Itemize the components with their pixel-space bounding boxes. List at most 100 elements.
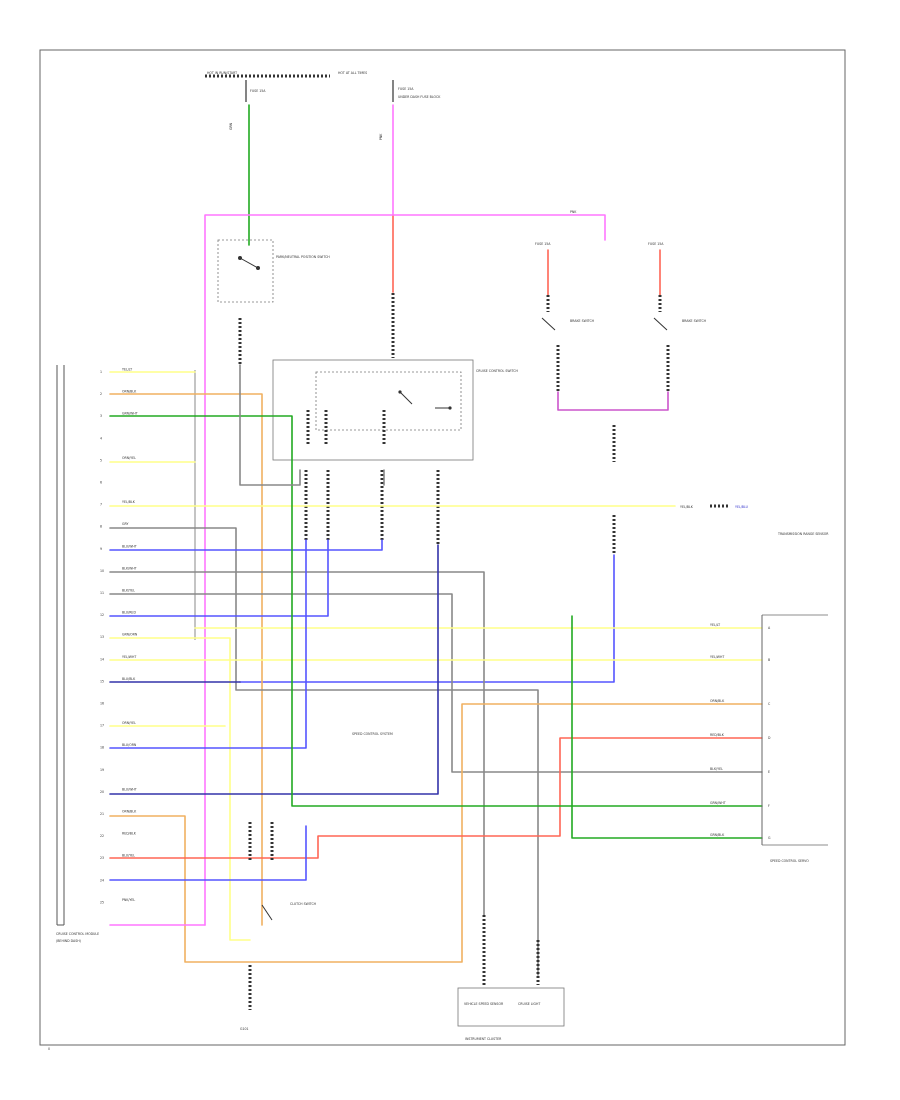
pin-number: 22 <box>100 834 104 838</box>
pin-number: 13 <box>100 635 104 639</box>
pin-number: 19 <box>100 768 104 772</box>
pin-wire-label: BLK/YEL <box>122 589 135 593</box>
ground-label: G101 <box>240 1027 249 1031</box>
pin-wire-label: BLU/ORN <box>122 743 137 747</box>
servo-wire-label: YEL/LT <box>710 623 720 627</box>
wire-pink-bus-label: PNK <box>570 210 577 214</box>
neutral-switch: PARK/NEUTRAL POSITION SWITCH <box>217 239 330 303</box>
pin-wire-label: YEL/LT <box>122 368 132 372</box>
pin-wire-label: BLU/WHT <box>122 787 137 791</box>
brake-right-top-label: FUSE 15A <box>648 242 664 246</box>
fuse-left: HOT IN RUN/START FUSE 15A <box>205 71 330 102</box>
page-code: 0 <box>48 1047 50 1051</box>
brake-switch-right-label: BRAKE SWITCH <box>682 319 707 323</box>
wire-pin21 <box>109 703 763 963</box>
fuse-right: HOT AT ALL TIMES FUSE 15A UNDER DASH FUS… <box>338 71 441 102</box>
wire-pink-label: PNK <box>379 133 383 140</box>
wire-green-label: GRN <box>229 122 233 130</box>
speed-control-servo: SPEED CONTROL SERVO <box>761 614 828 863</box>
fuse-right-note: UNDER DASH FUSE BLOCK <box>398 95 441 99</box>
pin-wire-label: BLU/RED <box>122 611 136 615</box>
transmission-label: TRANSMISSION RANGE SENSOR <box>777 532 829 536</box>
pin-number: 15 <box>100 679 104 683</box>
pin-number: 17 <box>100 724 104 728</box>
wire-pin12 <box>109 539 329 617</box>
yel-blk-label: YEL/BLK <box>680 505 694 509</box>
pin-number: 16 <box>100 702 104 706</box>
pin-number: 6 <box>100 481 102 485</box>
cluster-right-label: CRUISE LIGHT <box>518 1002 540 1006</box>
pin-number: 9 <box>100 547 102 551</box>
pin-number: 12 <box>100 613 104 617</box>
wire-pin11 <box>109 593 763 773</box>
pin-number: 23 <box>100 856 104 860</box>
clutch-switch-label: CLUTCH SWITCH <box>290 902 317 906</box>
pin-rows: 1YEL/LT2ORN/BLK3GRN/WHT45ORN/YEL67YEL/BL… <box>100 368 138 905</box>
pin-wire-label: YEL/WHT <box>122 655 136 659</box>
wire-pin18 <box>109 539 307 749</box>
pin-wire-label: PNK/YEL <box>122 898 135 902</box>
wire-pin8 <box>109 527 539 976</box>
servo-wire-label: BLK/YEL <box>710 767 723 771</box>
servo-pin-number: B <box>768 658 770 662</box>
pin-number: 11 <box>100 591 104 595</box>
instrument-cluster: VEHICLE SPEED SENSOR CRUISE LIGHT INSTRU… <box>457 915 565 1041</box>
cluster-label: INSTRUMENT CLUSTER <box>465 1037 502 1041</box>
fuse-right-sub-label: FUSE 15A <box>398 87 414 91</box>
neutral-switch-label: PARK/NEUTRAL POSITION SWITCH <box>276 255 330 259</box>
pin-wire-label: BLU/BLK <box>122 677 136 681</box>
pin-wire-label: GRN/ORN <box>122 633 138 637</box>
pin-wire-label: BLU/WHT <box>122 544 137 548</box>
clutch-switch: CLUTCH SWITCH G101 <box>240 822 317 1031</box>
fuse-left-label: HOT IN RUN/START <box>207 71 237 75</box>
wire-pin22 <box>109 737 763 859</box>
wire-pin13 <box>109 637 251 941</box>
servo-pin-number: F <box>768 804 770 808</box>
brake-switch-left: FUSE 15A BRAKE SWITCH <box>535 242 669 411</box>
center-text: SPEED CONTROL SYSTEM <box>352 732 393 736</box>
brake-switch-right: FUSE 15A BRAKE SWITCH <box>648 242 707 392</box>
pin-number: 4 <box>100 436 102 440</box>
servo-pin-number: A <box>768 626 771 630</box>
wire-pin9 <box>109 539 383 551</box>
pin-wire-label: ORN/YEL <box>122 721 136 725</box>
pin-wire-label: GRN/WHT <box>122 412 138 416</box>
wire-blue-brake <box>239 554 615 683</box>
pin-number: 10 <box>100 569 104 573</box>
cluster-left-label: VEHICLE SPEED SENSOR <box>464 1002 504 1006</box>
wire-pin23 <box>109 825 307 881</box>
wire-green-run <box>194 415 763 807</box>
pin-number: 21 <box>100 812 104 816</box>
wire-green-servo <box>571 615 763 839</box>
pin-wire-label: BLK/WHT <box>122 566 137 570</box>
brake-switch-left-label: BRAKE SWITCH <box>570 319 595 323</box>
pin-wire-label: RED/BLK <box>122 832 137 836</box>
pin-number: 2 <box>100 392 102 396</box>
cruise-module: CRUISE CONTROL MODULE (BEHIND DASH) <box>56 365 196 943</box>
pin-wire-label: YEL/BLK <box>122 500 136 504</box>
servo-wire-label: GRN/BLK <box>710 833 725 837</box>
pin-number: 14 <box>100 657 104 661</box>
brake-left-top-label: FUSE 15A <box>535 242 551 246</box>
servo-pin-number: D <box>768 736 771 740</box>
pin-number: 5 <box>100 458 102 462</box>
pin-wire-label: ORN/YEL <box>122 456 136 460</box>
wire-gray-upper <box>239 364 301 486</box>
control-switch: CRUISE CONTROL SWITCH <box>272 359 518 545</box>
servo-pin-number: G <box>768 836 771 840</box>
pin-number: 20 <box>100 790 104 794</box>
pin-number: 25 <box>100 900 104 904</box>
wire-pin20 <box>109 544 439 795</box>
wire-pink-bus <box>204 214 606 926</box>
servo-rows: YEL/LTAYEL/WHTBORN/BLKCRED/BLKDBLK/YELEG… <box>710 623 771 840</box>
ecm-sub: (BEHIND DASH) <box>56 939 81 943</box>
fuse-right-label: HOT AT ALL TIMES <box>338 71 367 75</box>
pin-number: 1 <box>100 370 102 374</box>
servo-wire-label: ORN/BLK <box>710 699 725 703</box>
servo-wire-label: RED/BLK <box>710 733 725 737</box>
control-switch-label: CRUISE CONTROL SWITCH <box>476 369 518 373</box>
pin-number: 3 <box>100 414 102 418</box>
ecm-title: CRUISE CONTROL MODULE <box>56 932 99 936</box>
pin-number: 18 <box>100 746 104 750</box>
